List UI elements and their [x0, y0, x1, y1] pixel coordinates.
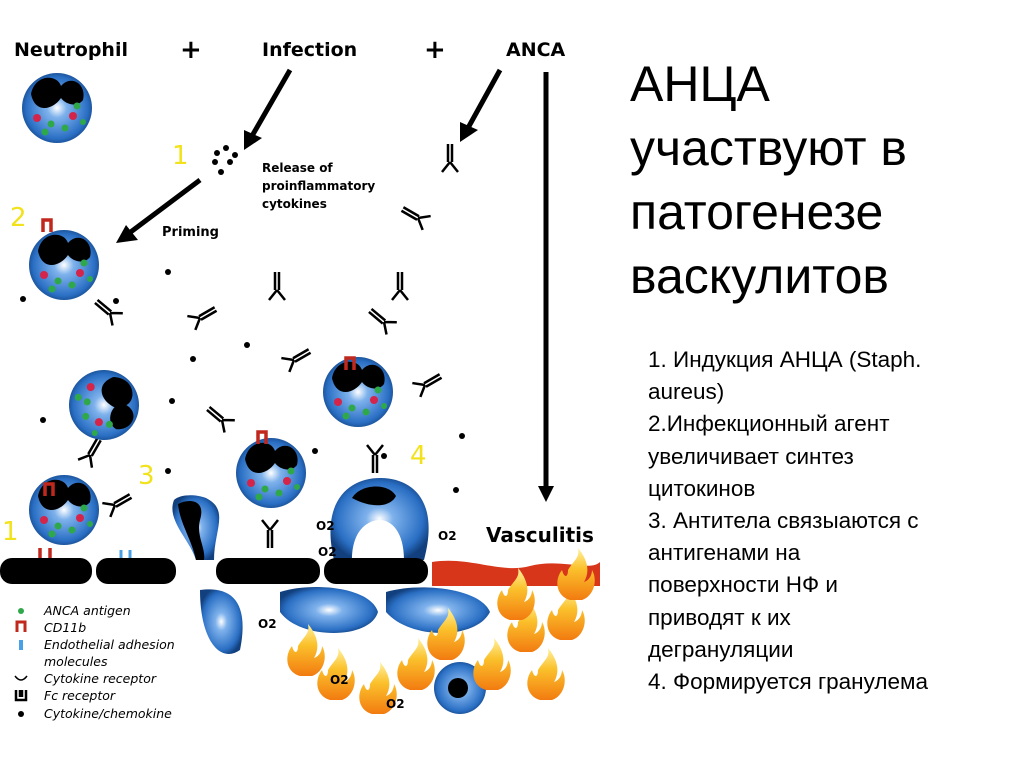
fc-receptor-icon: [14, 690, 28, 702]
arrows: [116, 68, 554, 502]
label-release-cytokines: Release of proinflammatory cytokines: [262, 161, 379, 211]
neutrophils: [29, 230, 429, 560]
step-number: 4: [410, 441, 427, 471]
neutrophil-cell: [22, 73, 92, 143]
adhesion-icon: [19, 640, 23, 650]
title-line: васкулитов: [630, 248, 889, 304]
label-plus: +: [424, 35, 446, 65]
cd11b-markers: [38, 218, 356, 558]
o2-label: O2: [258, 617, 277, 631]
legend-label: molecules: [44, 654, 108, 669]
point-line: 4. Формируется гранулема: [648, 669, 928, 695]
cytokine-dots: [20, 145, 465, 493]
label-vasculitis: Vasculitis: [486, 523, 594, 547]
label-anca: ANCA: [506, 39, 566, 61]
slide-title: АНЦА участвуют в патогенезе васкулитов: [630, 52, 1010, 308]
step-number: 1: [2, 517, 19, 547]
title-line: патогенезе: [630, 184, 884, 240]
cd11b-icon: [15, 620, 27, 632]
o2-label: O2: [318, 545, 337, 559]
endothelium: [0, 558, 428, 584]
point-line: поверхности НФ и: [648, 572, 838, 598]
label-neutrophil: Neutrophil: [14, 39, 128, 61]
o2-label: O2: [316, 519, 335, 533]
o2-label: O2: [330, 673, 349, 687]
step-number: 1: [172, 141, 189, 171]
step-number: 3: [138, 461, 155, 491]
cytokine-icon: [18, 711, 24, 717]
legend-label: ANCA antigen: [43, 603, 131, 618]
o2-label: O2: [386, 697, 405, 711]
adhesion-molecules: [119, 550, 132, 558]
point-line: 1. Индукция АНЦА (Staph.: [648, 347, 922, 372]
title-line: участвуют в: [630, 120, 907, 176]
step-number: 2: [10, 203, 27, 233]
legend-label: Endothelial adhesion: [44, 637, 175, 652]
point-line: aureus): [648, 379, 725, 405]
anca-pathogenesis-diagram: Neutrophil + Infection + ANCA: [0, 35, 600, 721]
point-line: приводят к их: [648, 604, 791, 630]
legend-label: Cytokine/chemokine: [44, 706, 172, 721]
antigen-icon: [18, 608, 24, 614]
damaged-cells: [200, 586, 490, 714]
label-infection: Infection: [262, 39, 357, 61]
legend-label: Cytokine receptor: [44, 671, 157, 686]
point-line: 2.Инфекционный агент: [648, 411, 890, 437]
point-line: 3. Антитела связыаются с: [648, 508, 919, 534]
point-line: цитокинов: [648, 475, 756, 501]
legend-label: CD11b: [44, 620, 86, 635]
o2-label: O2: [438, 529, 457, 543]
pathogenesis-points: 1. Индукция АНЦА (Staph. aureus) 2.Инфек…: [648, 344, 1008, 698]
legend-label: Fc receptor: [44, 688, 116, 703]
point-line: увеличивает синтез: [648, 443, 854, 469]
label-plus: +: [180, 35, 202, 65]
label-priming: Priming: [162, 225, 219, 240]
cytokine-receptor-icon: [14, 675, 28, 681]
point-line: дегрануляции: [648, 636, 794, 662]
legend: ANCA antigen CD11b Endothelial adhesion …: [14, 603, 175, 721]
title-line: АНЦА: [630, 56, 770, 112]
point-line: антигенами на: [648, 540, 801, 566]
